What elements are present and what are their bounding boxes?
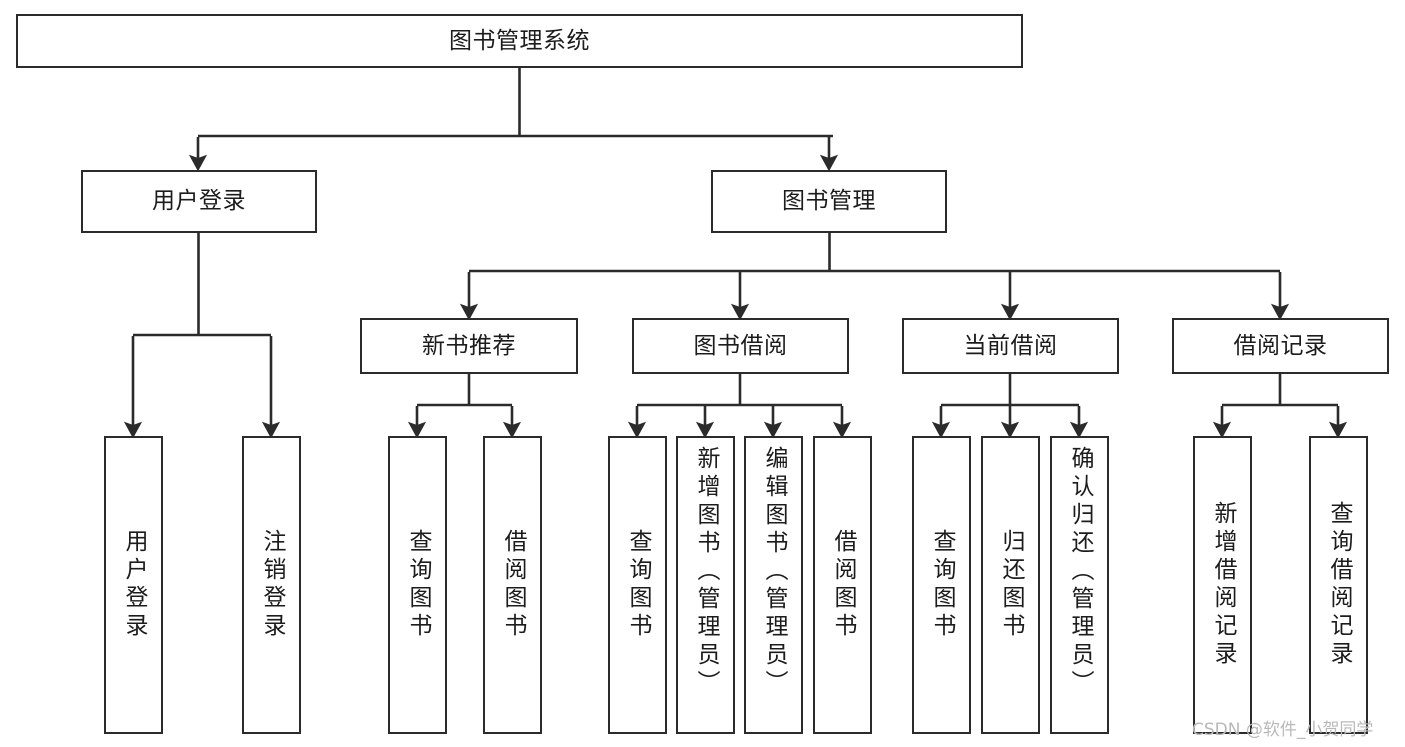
node-leaf-borrow-book-1[interactable]: 借阅图书: [483, 436, 542, 734]
node-user-login[interactable]: 用户登录: [81, 170, 317, 233]
node-borrow-record-label: 借阅记录: [1233, 332, 1328, 359]
node-borrow-record[interactable]: 借阅记录: [1172, 318, 1389, 374]
node-leaf-query-book-2-label: 查询图书: [625, 529, 651, 641]
node-current-borrow[interactable]: 当前借阅: [902, 318, 1119, 374]
node-new-book-rec-label: 新书推荐: [422, 332, 516, 359]
node-book-borrow-label: 图书借阅: [693, 332, 788, 359]
node-leaf-confirm-return[interactable]: 确认归还（管理员）: [1050, 436, 1109, 734]
node-leaf-user-login-label: 用户登录: [121, 529, 147, 641]
node-leaf-query-book-3[interactable]: 查询图书: [912, 436, 971, 734]
node-book-manage-label: 图书管理: [782, 188, 876, 215]
node-leaf-borrow-book-1-label: 借阅图书: [500, 529, 526, 641]
node-leaf-return-book[interactable]: 归还图书: [981, 436, 1040, 734]
node-leaf-user-logout[interactable]: 注销登录: [242, 436, 301, 734]
node-leaf-add-book-label: 新增图书（管理员）: [693, 446, 719, 698]
node-leaf-query-book-2[interactable]: 查询图书: [608, 436, 667, 734]
node-leaf-return-book-label: 归还图书: [998, 529, 1024, 641]
node-current-borrow-label: 当前借阅: [963, 332, 1058, 359]
node-leaf-query-book-3-label: 查询图书: [929, 529, 955, 641]
node-leaf-confirm-return-label: 确认归还（管理员）: [1067, 446, 1093, 698]
node-leaf-query-book-1[interactable]: 查询图书: [388, 436, 447, 734]
node-leaf-edit-book[interactable]: 编辑图书（管理员）: [744, 436, 803, 734]
csdn-watermark: CSDN @软件_小贺同学: [1192, 720, 1374, 740]
node-new-book-rec[interactable]: 新书推荐: [360, 318, 578, 374]
node-leaf-edit-book-label: 编辑图书（管理员）: [761, 446, 787, 698]
node-leaf-user-logout-label: 注销登录: [259, 529, 285, 641]
node-root[interactable]: 图书管理系统: [16, 14, 1023, 68]
node-leaf-query-record-label: 查询借阅记录: [1326, 501, 1352, 669]
node-leaf-query-book-1-label: 查询图书: [405, 529, 431, 641]
node-user-login-label: 用户登录: [152, 188, 246, 215]
node-leaf-add-record[interactable]: 新增借阅记录: [1193, 436, 1252, 734]
node-leaf-add-record-label: 新增借阅记录: [1210, 501, 1236, 669]
node-book-manage[interactable]: 图书管理: [711, 170, 947, 233]
node-leaf-borrow-book-2[interactable]: 借阅图书: [813, 436, 872, 734]
node-leaf-query-record[interactable]: 查询借阅记录: [1309, 436, 1368, 734]
node-leaf-user-login[interactable]: 用户登录: [104, 436, 163, 734]
node-book-borrow[interactable]: 图书借阅: [632, 318, 849, 374]
node-leaf-borrow-book-2-label: 借阅图书: [830, 529, 856, 641]
node-root-label: 图书管理系统: [449, 27, 590, 54]
node-leaf-add-book[interactable]: 新增图书（管理员）: [676, 436, 735, 734]
